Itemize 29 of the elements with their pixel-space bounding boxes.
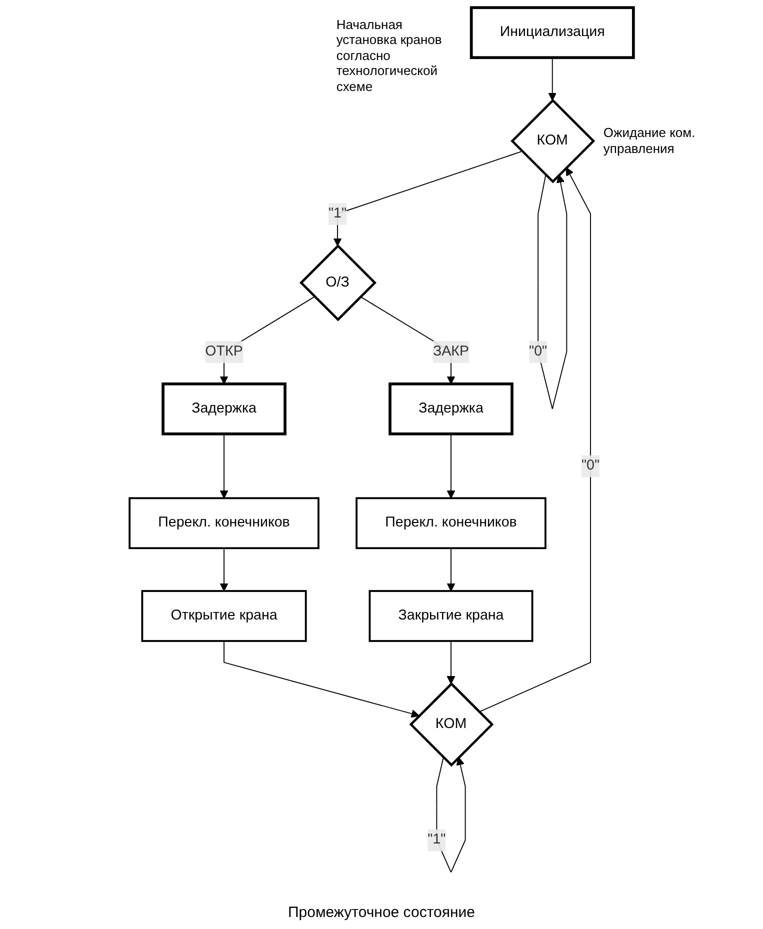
node-box: Перекл. конечников (356, 497, 546, 550)
arrow (478, 167, 591, 712)
node-box: Открытие крана (141, 590, 307, 642)
edge-label: "1" (428, 831, 446, 848)
annotation-text: Начальная установка кранов согласно технологической схеме (336, 16, 443, 95)
arrow (446, 640, 456, 684)
node-box: Перекл. конечников (128, 497, 320, 550)
edge-label: "1" (328, 204, 347, 222)
edge-label: "0" (529, 342, 548, 360)
node-box: Задержка (162, 382, 286, 436)
node-diamond: О/З (299, 244, 377, 322)
arrow (220, 548, 228, 592)
arrow (224, 640, 420, 718)
edge-label: "0" (581, 457, 600, 474)
arrow (333, 150, 523, 246)
node-box: Инициализация (470, 6, 635, 60)
arrow (220, 433, 228, 499)
arrow (446, 548, 456, 592)
node-box: Задержка (388, 382, 514, 436)
node-box: Закрытие крана (368, 590, 534, 642)
arrow (538, 174, 568, 410)
note-text: Промежуточное состояние (288, 904, 475, 921)
node-diamond: КОМ (510, 98, 596, 184)
arrow (548, 57, 557, 101)
arrow (446, 433, 456, 499)
annotation-text: Ожидание ком. управления (603, 125, 696, 156)
edge-label: ЗАКР (433, 342, 470, 360)
edge-label: ОТКР (205, 342, 243, 360)
node-diamond: КОМ (409, 682, 494, 767)
